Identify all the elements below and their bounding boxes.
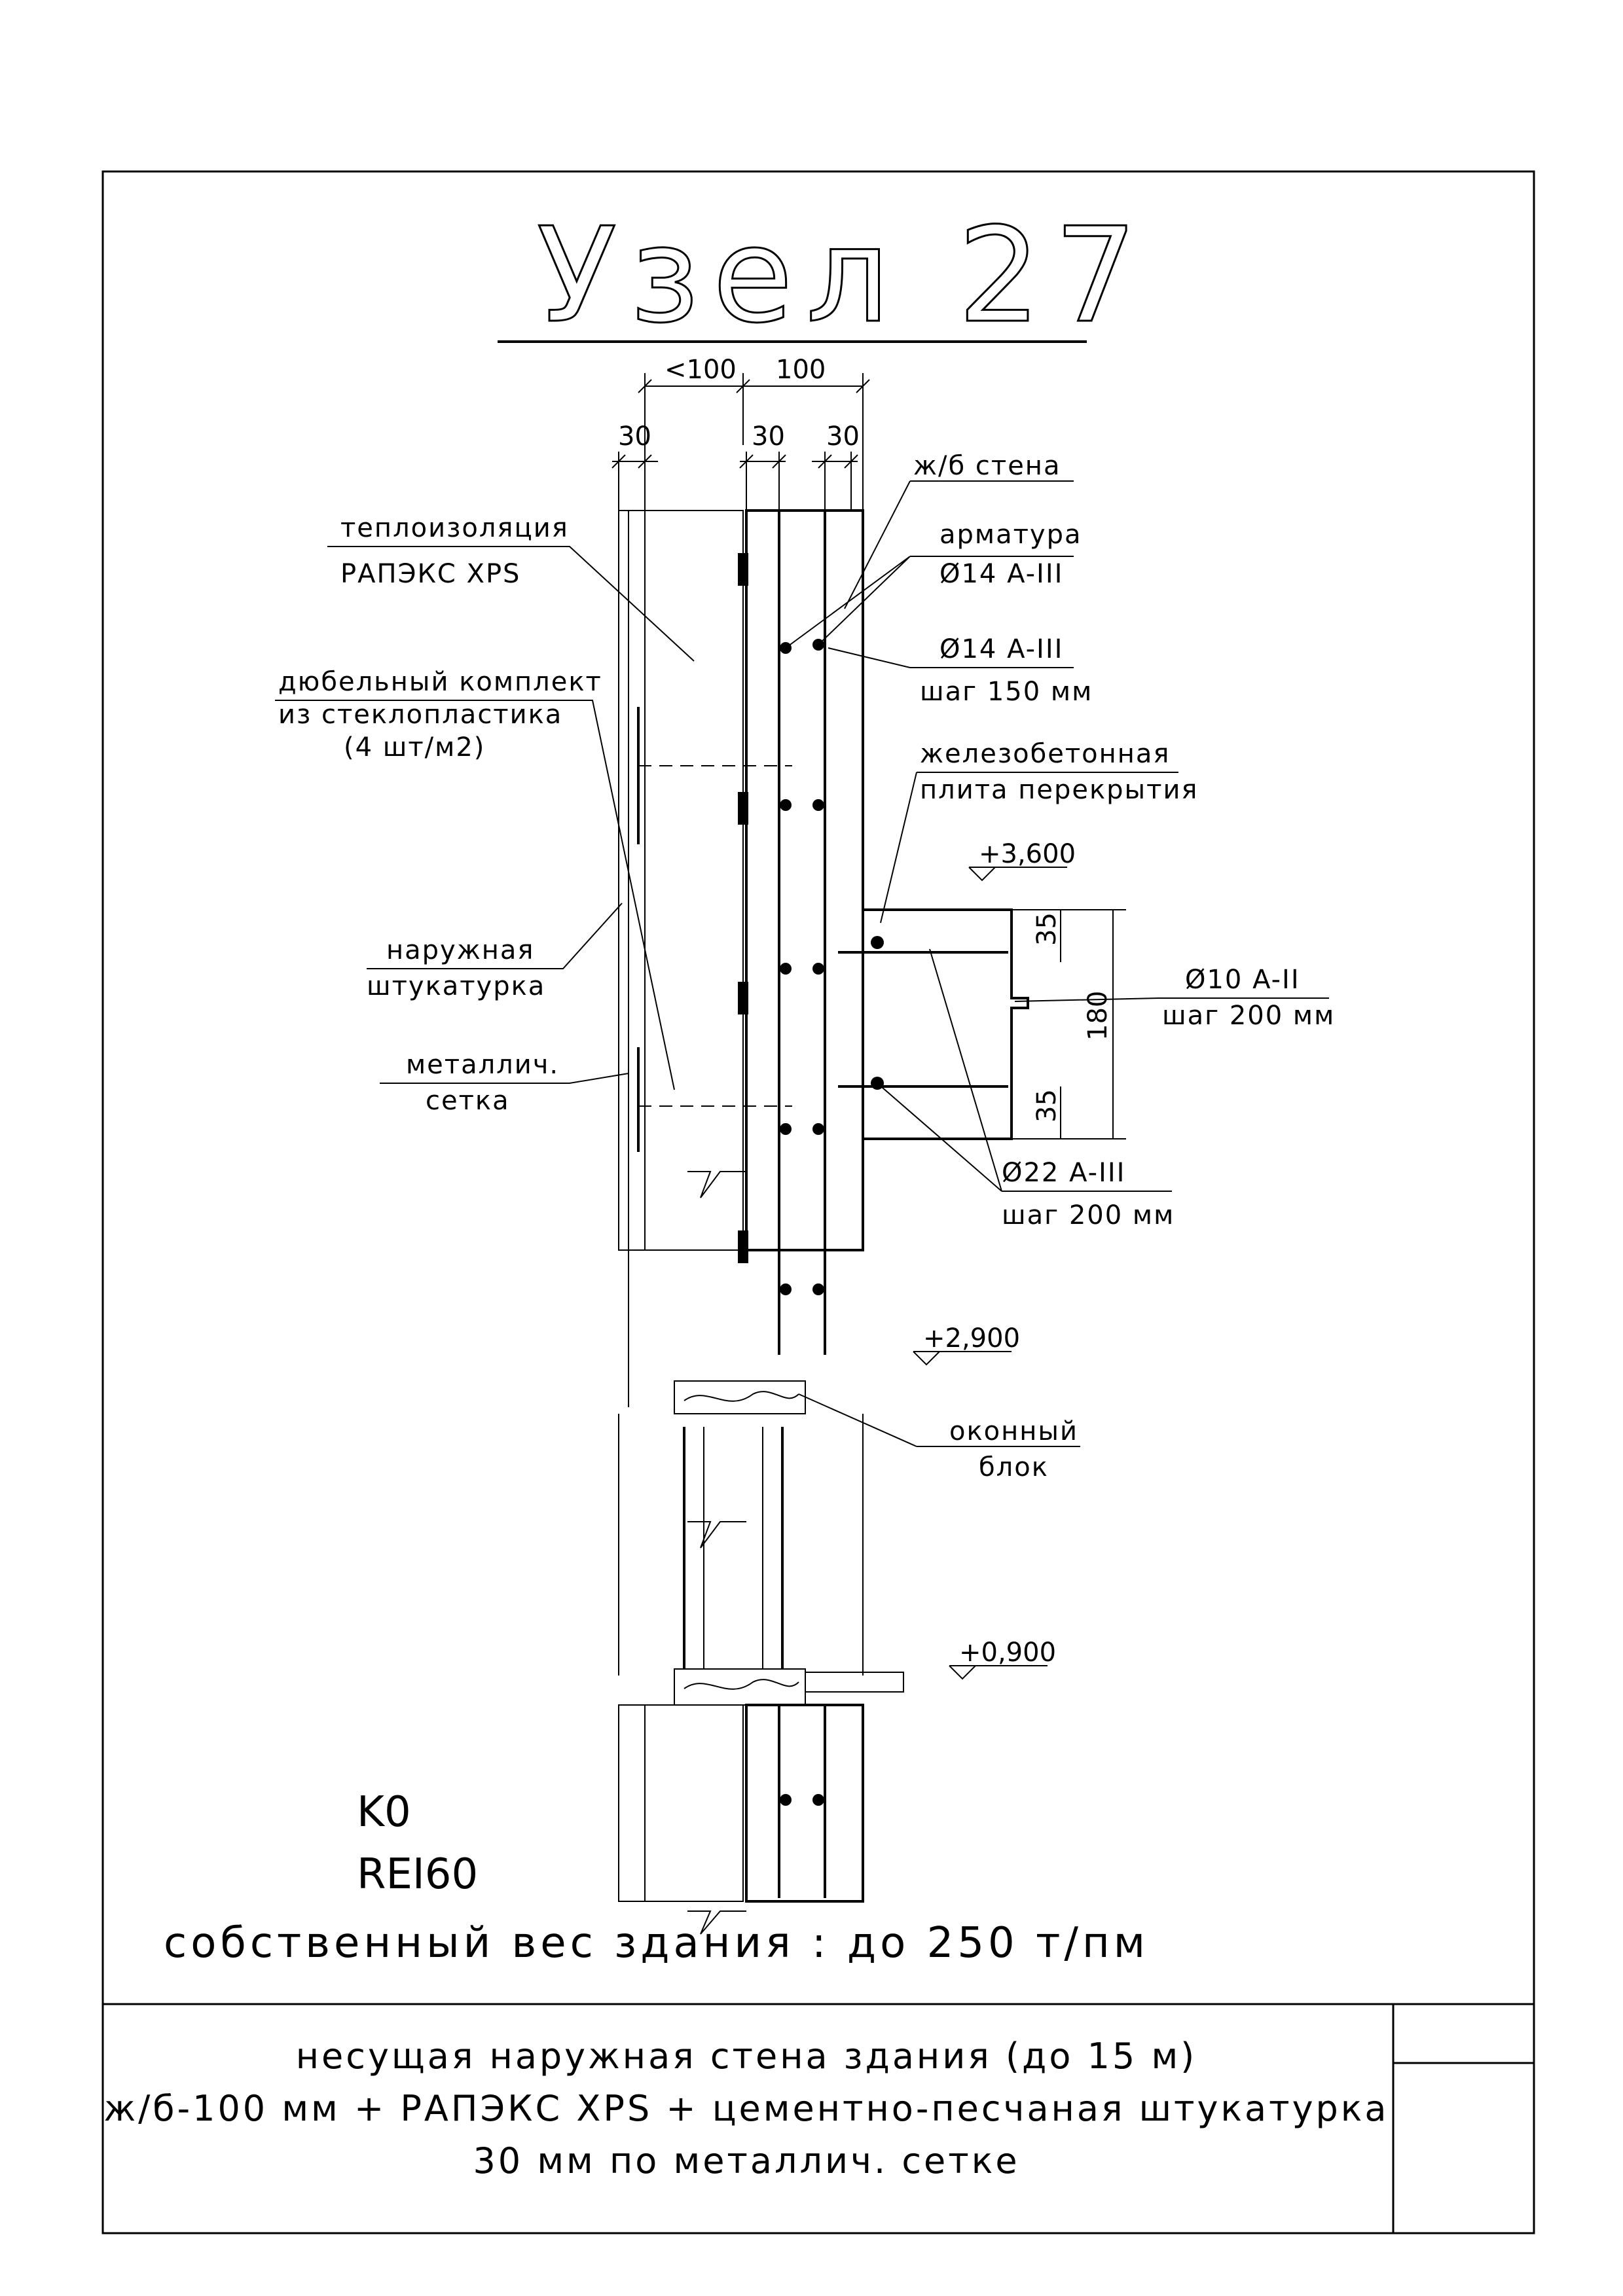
- label-slab-1: железобетонная: [920, 739, 1171, 769]
- dim-slab-35-top: 35: [1032, 912, 1062, 946]
- dim-top-right: 100: [776, 355, 826, 385]
- footer-line-2: ж/б-100 мм + РАПЭКС XPS + цементно-песча…: [103, 2088, 1389, 2129]
- dim-slab-180: 180: [1083, 991, 1113, 1041]
- label-slab-rebar-big-1: Ø22 A-III: [1002, 1158, 1125, 1188]
- dim-slab-35-bottom: 35: [1032, 1089, 1062, 1122]
- label-slab-2: плита перекрытия: [920, 775, 1199, 805]
- label-insulation-1: теплоизоляция: [340, 513, 569, 543]
- wall-section: [618, 509, 1029, 1935]
- weight-note: собственный вес здания : до 250 т/пм: [164, 1919, 1149, 1967]
- dim-plaster-30: 30: [618, 422, 651, 452]
- label-slab-rebar-2: шаг 200 мм: [1162, 1001, 1335, 1031]
- label-plaster-1: наружная: [386, 935, 535, 965]
- slab-dimensions: 35 180 35: [1012, 909, 1126, 1139]
- rebar-dots: [780, 639, 884, 1806]
- lower-wall: [618, 1704, 864, 1903]
- drawing-title: Узел 27: [537, 200, 1150, 352]
- label-slab-rebar-1: Ø10 A-II: [1185, 965, 1300, 995]
- fire-resistance: REI60: [357, 1850, 478, 1899]
- level-window-bottom: +0,900: [959, 1638, 1056, 1668]
- label-rc-wall: ж/б стена: [913, 451, 1061, 481]
- insulation-layer: [644, 510, 744, 1251]
- dim-rebar-30-a: 30: [752, 422, 785, 452]
- label-rebar-step-2: шаг 150 мм: [920, 677, 1093, 707]
- window-block: [618, 1380, 904, 1706]
- label-dowel-3: (4 шт/м2): [344, 732, 485, 762]
- rc-slab: [862, 908, 1029, 1140]
- label-window-2: блок: [979, 1452, 1049, 1482]
- label-rebar-step-1: Ø14 A-III: [939, 634, 1063, 664]
- sheet-frame: [101, 170, 1535, 2234]
- label-plaster-2: штукатурка: [367, 971, 545, 1001]
- level-window-top: +2,900: [923, 1323, 1020, 1354]
- label-dowel-2: из стеклопластика: [278, 700, 562, 730]
- label-slab-rebar-big-2: шаг 200 мм: [1002, 1200, 1175, 1230]
- footer-line-3: 30 мм по металлич. сетке: [473, 2140, 1019, 2181]
- plaster-layer: [618, 510, 646, 1251]
- fire-hazard-class: K0: [357, 1788, 411, 1837]
- label-insulation-2: РАПЭКС XPS: [340, 559, 520, 589]
- top-dimensions: <100 100 30 30 30: [611, 355, 870, 511]
- label-mesh-1: металлич.: [406, 1050, 559, 1080]
- footer-line-1: несущая наружная стена здания (до 15 м): [296, 2036, 1197, 2077]
- dim-rebar-30-b: 30: [826, 422, 860, 452]
- label-dowel-1: дюбельный комплект: [278, 667, 602, 697]
- label-rebar-2: Ø14 A-III: [939, 559, 1063, 589]
- label-rebar-1: арматура: [939, 520, 1082, 550]
- rc-wall: [745, 509, 864, 1251]
- level-slab-top: +3,600: [979, 839, 1076, 869]
- level-marks: +3,600 +2,900 +0,900: [913, 839, 1076, 1680]
- label-window-1: оконный: [949, 1416, 1078, 1446]
- dim-top-left: <100: [665, 355, 737, 385]
- label-mesh-2: сетка: [426, 1086, 510, 1116]
- leader-lines: [275, 480, 1329, 1447]
